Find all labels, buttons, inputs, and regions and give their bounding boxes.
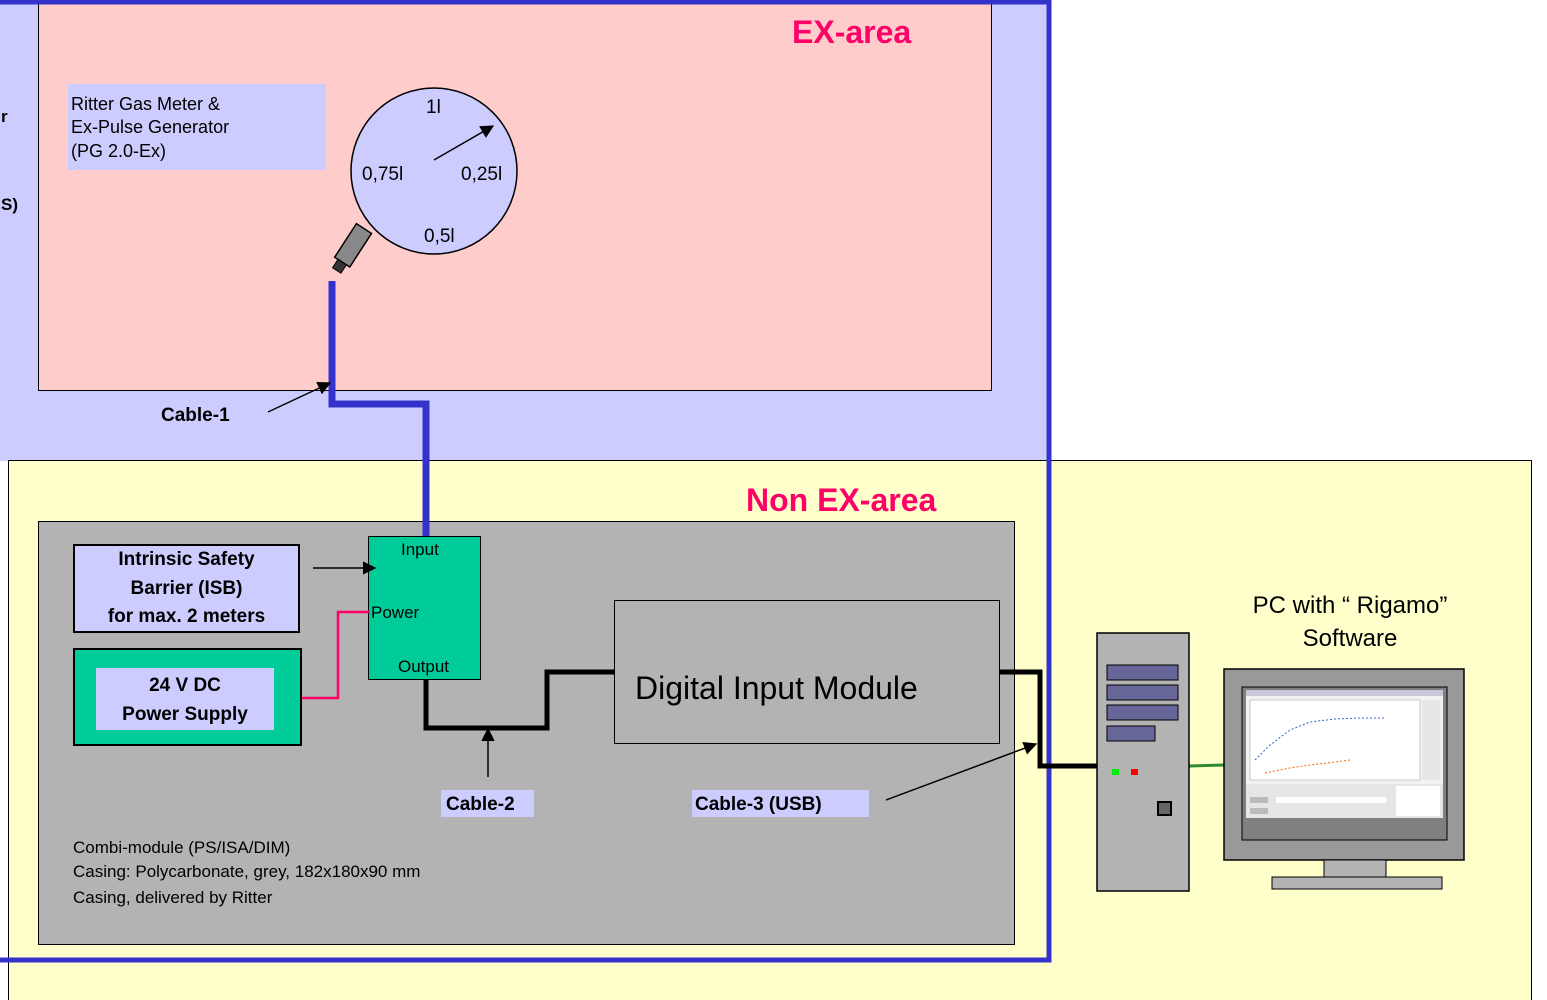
isb-label-line-3: for max. 2 meters — [107, 606, 266, 627]
pc-monitor-link — [1188, 763, 1225, 768]
ex-area-title: EX-area — [792, 14, 912, 50]
isb-label-line-2: Barrier (ISB) — [130, 578, 243, 599]
cable-3-arrow — [885, 741, 1038, 801]
barrier-port-block — [368, 536, 481, 680]
left-edge-text-2: S) — [1, 195, 18, 214]
power-wire — [302, 610, 370, 700]
meter-label-box — [68, 84, 326, 170]
cable-2-label-box — [441, 790, 534, 817]
pc-label-line-2: Software — [1302, 625, 1398, 652]
port-output-label: Output — [398, 657, 450, 676]
module-info-line-3: Casing, delivered by Ritter — [73, 888, 273, 907]
cable-2-line — [423, 669, 614, 731]
psu-label-box — [96, 668, 274, 730]
psu-label-line-2: Power Supply — [122, 704, 248, 725]
pulse-sensor-icon — [331, 222, 373, 274]
cable-3-label-box — [692, 790, 869, 817]
meter-label-line-3: (PG 2.0-Ex) — [71, 141, 167, 161]
dial-label-bottom: 0,5l — [424, 226, 455, 247]
module-info-line-1: Combi-module (PS/ISA/DIM) — [73, 838, 291, 857]
rigamo-software-screen — [1246, 690, 1443, 818]
psu-label-line-1: 24 V DC — [149, 675, 221, 696]
dial-label-left: 0,75l — [362, 164, 404, 185]
meter-label-line-2: Ex-Pulse Generator — [71, 117, 230, 137]
meter-label-line-1: Ritter Gas Meter & — [71, 94, 221, 114]
pc-label-line-1: PC with “ Rigamo” — [1252, 592, 1448, 619]
dial-label-right: 0,25l — [461, 164, 503, 185]
non-ex-area-title: Non EX-area — [746, 482, 937, 518]
dial-label-top: 1l — [426, 97, 441, 118]
module-info-line-2: Casing: Polycarbonate, grey, 182x180x90 … — [73, 862, 421, 881]
dial-pointer — [433, 125, 495, 161]
cable-2-label: Cable-2 — [446, 794, 515, 815]
cable-3-line — [1000, 669, 1097, 769]
port-input-label: Input — [401, 540, 439, 559]
digital-input-module-label: Digital Input Module — [635, 670, 918, 706]
pc-tower-icon — [1096, 632, 1190, 892]
digital-input-module — [614, 600, 1000, 744]
ex-zone-border — [0, 0, 1052, 963]
cable-1-arrow — [267, 382, 332, 413]
isb-label-line-1: Intrinsic Safety — [118, 549, 255, 570]
cable-1-label: Cable-1 — [161, 405, 230, 426]
port-power-label: Power — [371, 603, 420, 622]
cable-3-label: Cable-3 (USB) — [695, 794, 822, 815]
left-edge-text-1: r — [1, 107, 8, 126]
gas-meter-dial — [350, 87, 518, 255]
cable-1-line — [328, 281, 430, 536]
isb-box — [73, 544, 300, 633]
ex-area-panel — [38, 0, 992, 391]
